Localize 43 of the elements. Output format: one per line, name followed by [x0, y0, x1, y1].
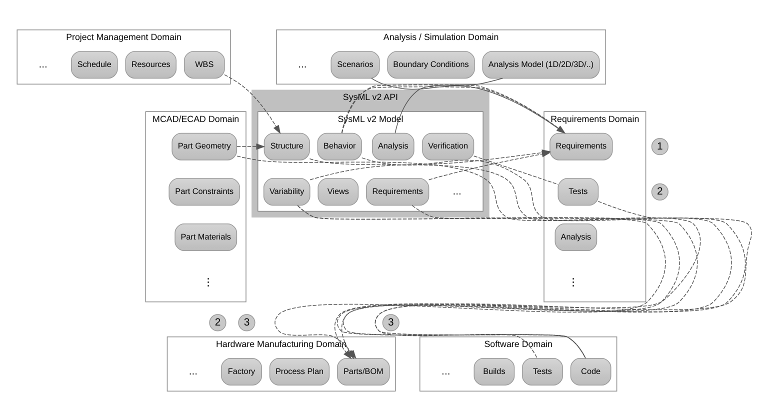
node-box: Code — [570, 358, 612, 385]
node-box: Part Constraints — [168, 178, 240, 206]
label: ... — [442, 366, 450, 378]
label: ⋮ — [203, 276, 214, 288]
arrow — [236, 142, 266, 150]
node-box: Tests — [558, 178, 599, 206]
node-box: Behavior — [317, 132, 362, 160]
label: ... — [188, 366, 198, 378]
node-box: Process Plan — [269, 358, 330, 385]
node-box: Schedule — [70, 50, 118, 78]
node-box: Resources — [125, 50, 177, 78]
node-box: Analysis — [372, 132, 414, 160]
node-box: Parts/BOM — [337, 358, 390, 385]
node-box: Factory — [221, 358, 262, 385]
node-circle: 3 — [238, 314, 256, 331]
connector — [473, 155, 558, 184]
node-box: Verification — [422, 132, 474, 160]
node-box: Variability — [263, 178, 310, 206]
node-box: Requirements — [550, 132, 613, 160]
connector — [394, 77, 504, 133]
arrow — [428, 150, 551, 180]
node-box: Part Geometry — [172, 132, 238, 160]
node-box: Scenarios — [330, 50, 380, 78]
connector — [374, 200, 752, 358]
node-box: Views — [318, 178, 359, 206]
label: ... — [452, 186, 462, 198]
node-circle: 1 — [651, 138, 668, 155]
node-box: Analysis Model (1D/2D/3D/..) — [482, 50, 600, 78]
node-box: Tests — [522, 358, 563, 385]
label: ... — [298, 59, 307, 70]
node-box: Boundary Conditions — [387, 50, 475, 78]
label: ⋮ — [568, 276, 578, 288]
node-box: Part Materials — [174, 223, 238, 250]
node-box: Builds — [474, 358, 515, 385]
node-circle: 3 — [382, 314, 400, 331]
node-box: Analysis — [554, 223, 598, 250]
node-box: Requirements — [366, 178, 430, 206]
node-circle: 2 — [209, 314, 226, 331]
node-circle: 2 — [651, 182, 668, 200]
label: ... — [38, 59, 48, 70]
node-box: WBS — [184, 50, 225, 78]
arrow — [224, 74, 281, 134]
node-box: Structure — [264, 132, 310, 160]
